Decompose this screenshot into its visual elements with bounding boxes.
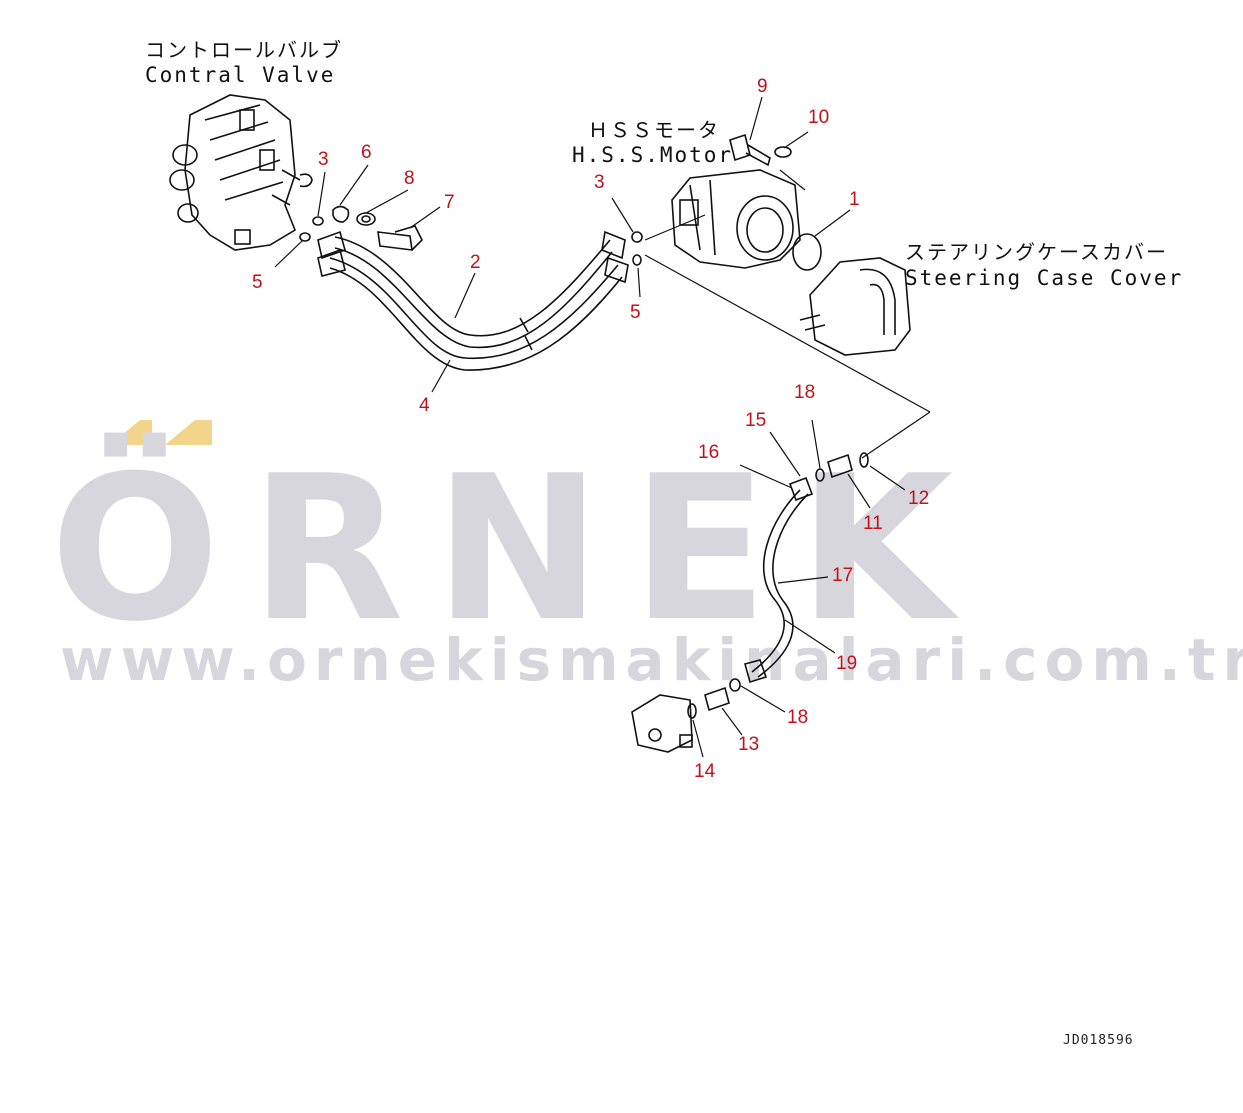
steering-leader-lines	[692, 419, 906, 758]
o-ring-3-right	[631, 231, 643, 243]
o-ring-3-left	[312, 216, 324, 226]
callout-19: 19	[836, 653, 857, 674]
drawing-number: JD018596	[1063, 1033, 1134, 1048]
watermark-accent-right	[165, 420, 212, 445]
callout-10: 10	[808, 107, 829, 128]
callout-5-left: 5	[252, 272, 263, 293]
o-ring-12	[859, 452, 869, 468]
svg-text:Steering Case Cover: Steering Case Cover	[905, 266, 1183, 290]
callout-numbers: 1 2 3 3 4 5 5 6 7 8 9 10 11 12 13 14 15 …	[252, 76, 929, 782]
svg-text:H.S.S.Motor: H.S.S.Motor	[572, 143, 733, 167]
callout-3-left: 3	[318, 149, 329, 170]
steering-hose-drawing	[631, 452, 869, 753]
label-control-valve: コントロールバルブ Contral Valve	[145, 38, 343, 87]
o-ring-1	[792, 233, 822, 271]
control-valve-drawing	[169, 94, 313, 251]
callout-4: 4	[419, 395, 430, 416]
callout-9: 9	[757, 76, 768, 97]
steering-case-cover-drawing	[799, 257, 911, 356]
watermark: ÖRNEK www.ornekismakinalari.com.tr	[50, 420, 1243, 694]
o-ring-5-left	[299, 232, 311, 242]
valve-block	[631, 694, 693, 753]
svg-text:ＨＳＳモータ: ＨＳＳモータ	[588, 118, 720, 142]
fitting-13	[704, 686, 730, 712]
callout-8: 8	[404, 168, 415, 189]
label-hss-motor: ＨＳＳモータ H.S.S.Motor	[572, 118, 733, 167]
o-ring-18-bottom	[729, 678, 741, 692]
o-ring-18-top	[815, 468, 825, 482]
svg-text:コントロールバルブ: コントロールバルブ	[145, 38, 343, 62]
callout-15: 15	[745, 410, 766, 431]
clamp-6	[332, 205, 350, 223]
callout-14: 14	[694, 761, 716, 782]
callout-11: 11	[863, 513, 883, 534]
callout-18-bottom: 18	[787, 707, 808, 728]
bolt-9	[729, 133, 771, 167]
callout-7: 7	[444, 192, 455, 213]
callout-17: 17	[832, 565, 853, 586]
o-ring-5-right	[632, 254, 642, 266]
hss-motor-drawing	[631, 133, 822, 271]
callout-3-right: 3	[594, 172, 605, 193]
bolt-7	[377, 225, 423, 251]
watermark-url: www.ornekismakinalari.com.tr	[60, 626, 1243, 694]
fitting-11	[827, 453, 853, 479]
callout-16: 16	[698, 442, 719, 463]
leader-lines	[274, 96, 931, 459]
label-steering-case-cover: ステアリングケースカバー Steering Case Cover	[905, 240, 1183, 290]
callout-5-right: 5	[630, 302, 641, 323]
washer-10	[774, 146, 792, 158]
callout-6: 6	[361, 142, 372, 163]
watermark-brand: ÖRNEK	[50, 432, 983, 666]
callout-18-top: 18	[794, 382, 815, 403]
callout-2: 2	[470, 252, 481, 273]
svg-text:Contral Valve: Contral Valve	[145, 63, 335, 87]
callout-13: 13	[738, 734, 759, 755]
o-ring-14	[687, 703, 697, 719]
callout-12: 12	[908, 488, 929, 509]
svg-text:ステアリングケースカバー: ステアリングケースカバー	[905, 240, 1168, 264]
callout-1: 1	[849, 189, 860, 210]
watermark-accent-left	[110, 420, 152, 445]
hose-assembly	[317, 230, 629, 371]
washer-8	[356, 212, 376, 226]
